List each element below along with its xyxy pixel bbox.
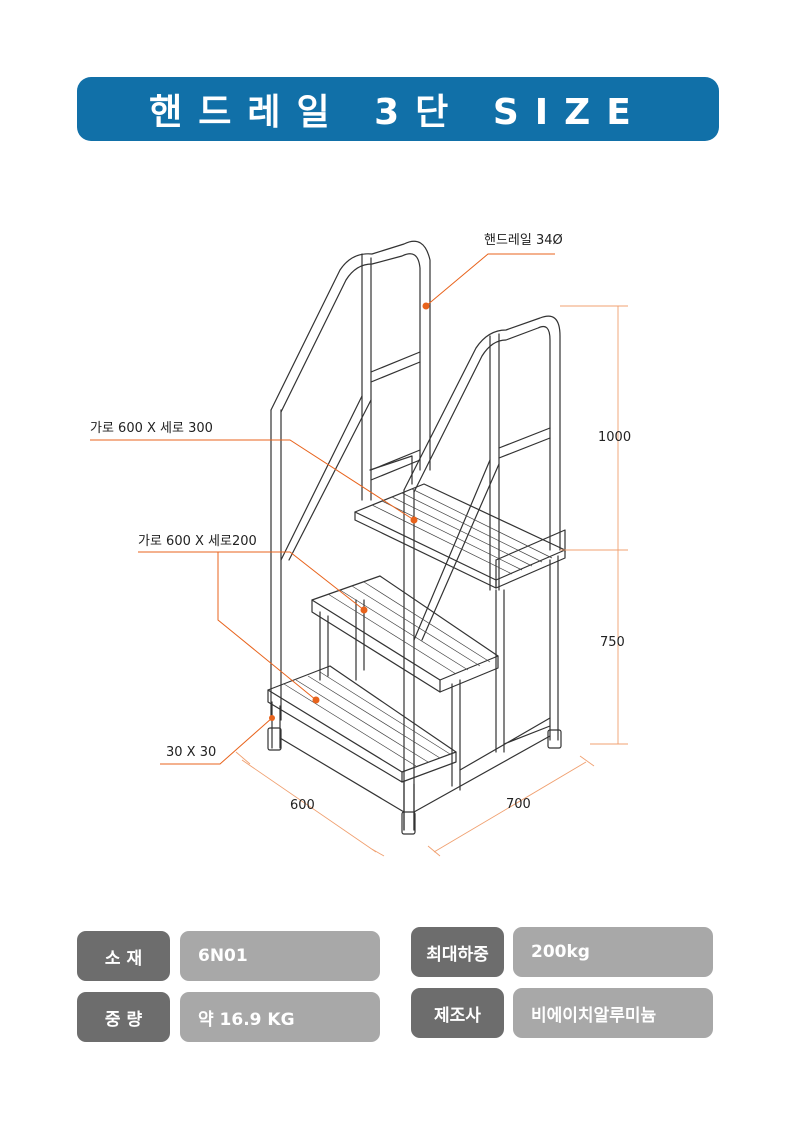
leg-annotation: 30 X 30 [166, 745, 216, 760]
leader-dots [269, 302, 430, 721]
spec-value-max-load: 200kg [513, 927, 713, 977]
title-banner: 핸드레일 3단 SIZE [77, 77, 719, 141]
tread-lines [283, 488, 553, 767]
mid-step-annotation: 가로 600 X 세로200 [138, 534, 257, 549]
depth-dim: 700 [506, 797, 531, 812]
frame [267, 555, 562, 835]
spec-label-max-load: 최대하중 [411, 927, 504, 977]
right-handrail [403, 315, 561, 831]
spec-value-manufacturer: 비에이치알루미늄 [513, 988, 713, 1038]
bottom-step [267, 665, 457, 783]
page-title: 핸드레일 3단 SIZE [149, 92, 647, 133]
spec-label-material: 소 재 [77, 931, 170, 981]
platform-height-dim: 750 [600, 635, 625, 650]
leader-lines [90, 253, 555, 765]
spec-value-weight: 약 16.9 KG [180, 992, 380, 1042]
top-step-annotation: 가로 600 X 세로 300 [90, 421, 213, 436]
width-dim: 600 [290, 798, 315, 813]
handrail-height-dim: 1000 [598, 430, 631, 445]
dimension-lines [235, 305, 628, 857]
middle-step [311, 575, 499, 693]
handrail-annotation: 핸드레일 34Ø [484, 232, 563, 248]
spec-value-material: 6N01 [180, 931, 380, 981]
spec-label-manufacturer: 제조사 [411, 988, 504, 1038]
left-handrail [270, 240, 431, 721]
spec-label-weight: 중 량 [77, 992, 170, 1042]
top-platform [354, 455, 566, 589]
